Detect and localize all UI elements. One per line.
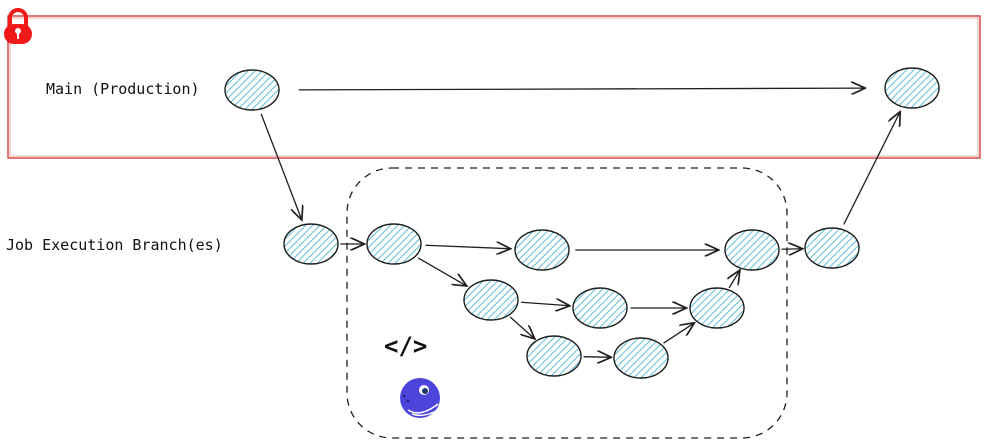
node-m1 — [224, 69, 280, 111]
node-c3 — [689, 287, 745, 329]
edge-m1-b0 — [260, 113, 302, 220]
edge-b4-m2 — [843, 112, 900, 225]
node-b2 — [514, 229, 570, 271]
edge-c1-d1 — [509, 316, 535, 339]
production-boundary — [7, 15, 981, 159]
node-c2 — [572, 287, 628, 329]
node-c1 — [463, 279, 519, 321]
edge-c1-c2 — [521, 302, 570, 306]
node-b3 — [724, 229, 780, 271]
node-b4 — [804, 227, 860, 269]
edge-c3-b3 — [729, 270, 740, 289]
main-branch-label: Main (Production) — [46, 80, 200, 98]
job-branch-label: Job Execution Branch(es) — [6, 236, 223, 254]
edge-d1-d2 — [583, 357, 612, 358]
edge-b3-b4 — [781, 249, 802, 250]
edge-m1-m2 — [298, 88, 865, 90]
node-d1 — [526, 335, 582, 377]
execution-scope-boundary — [346, 167, 788, 439]
code-icon: </> — [384, 332, 428, 360]
octopus-logo-icon — [400, 378, 440, 418]
node-b1 — [366, 223, 422, 265]
node-d2 — [613, 337, 669, 379]
edge-b1-c1 — [417, 257, 467, 286]
edge-b1-b2 — [425, 245, 510, 248]
lock-icon — [4, 8, 32, 44]
node-m2 — [884, 67, 940, 109]
edge-d2-c3 — [663, 323, 694, 344]
node-b0 — [283, 223, 339, 265]
